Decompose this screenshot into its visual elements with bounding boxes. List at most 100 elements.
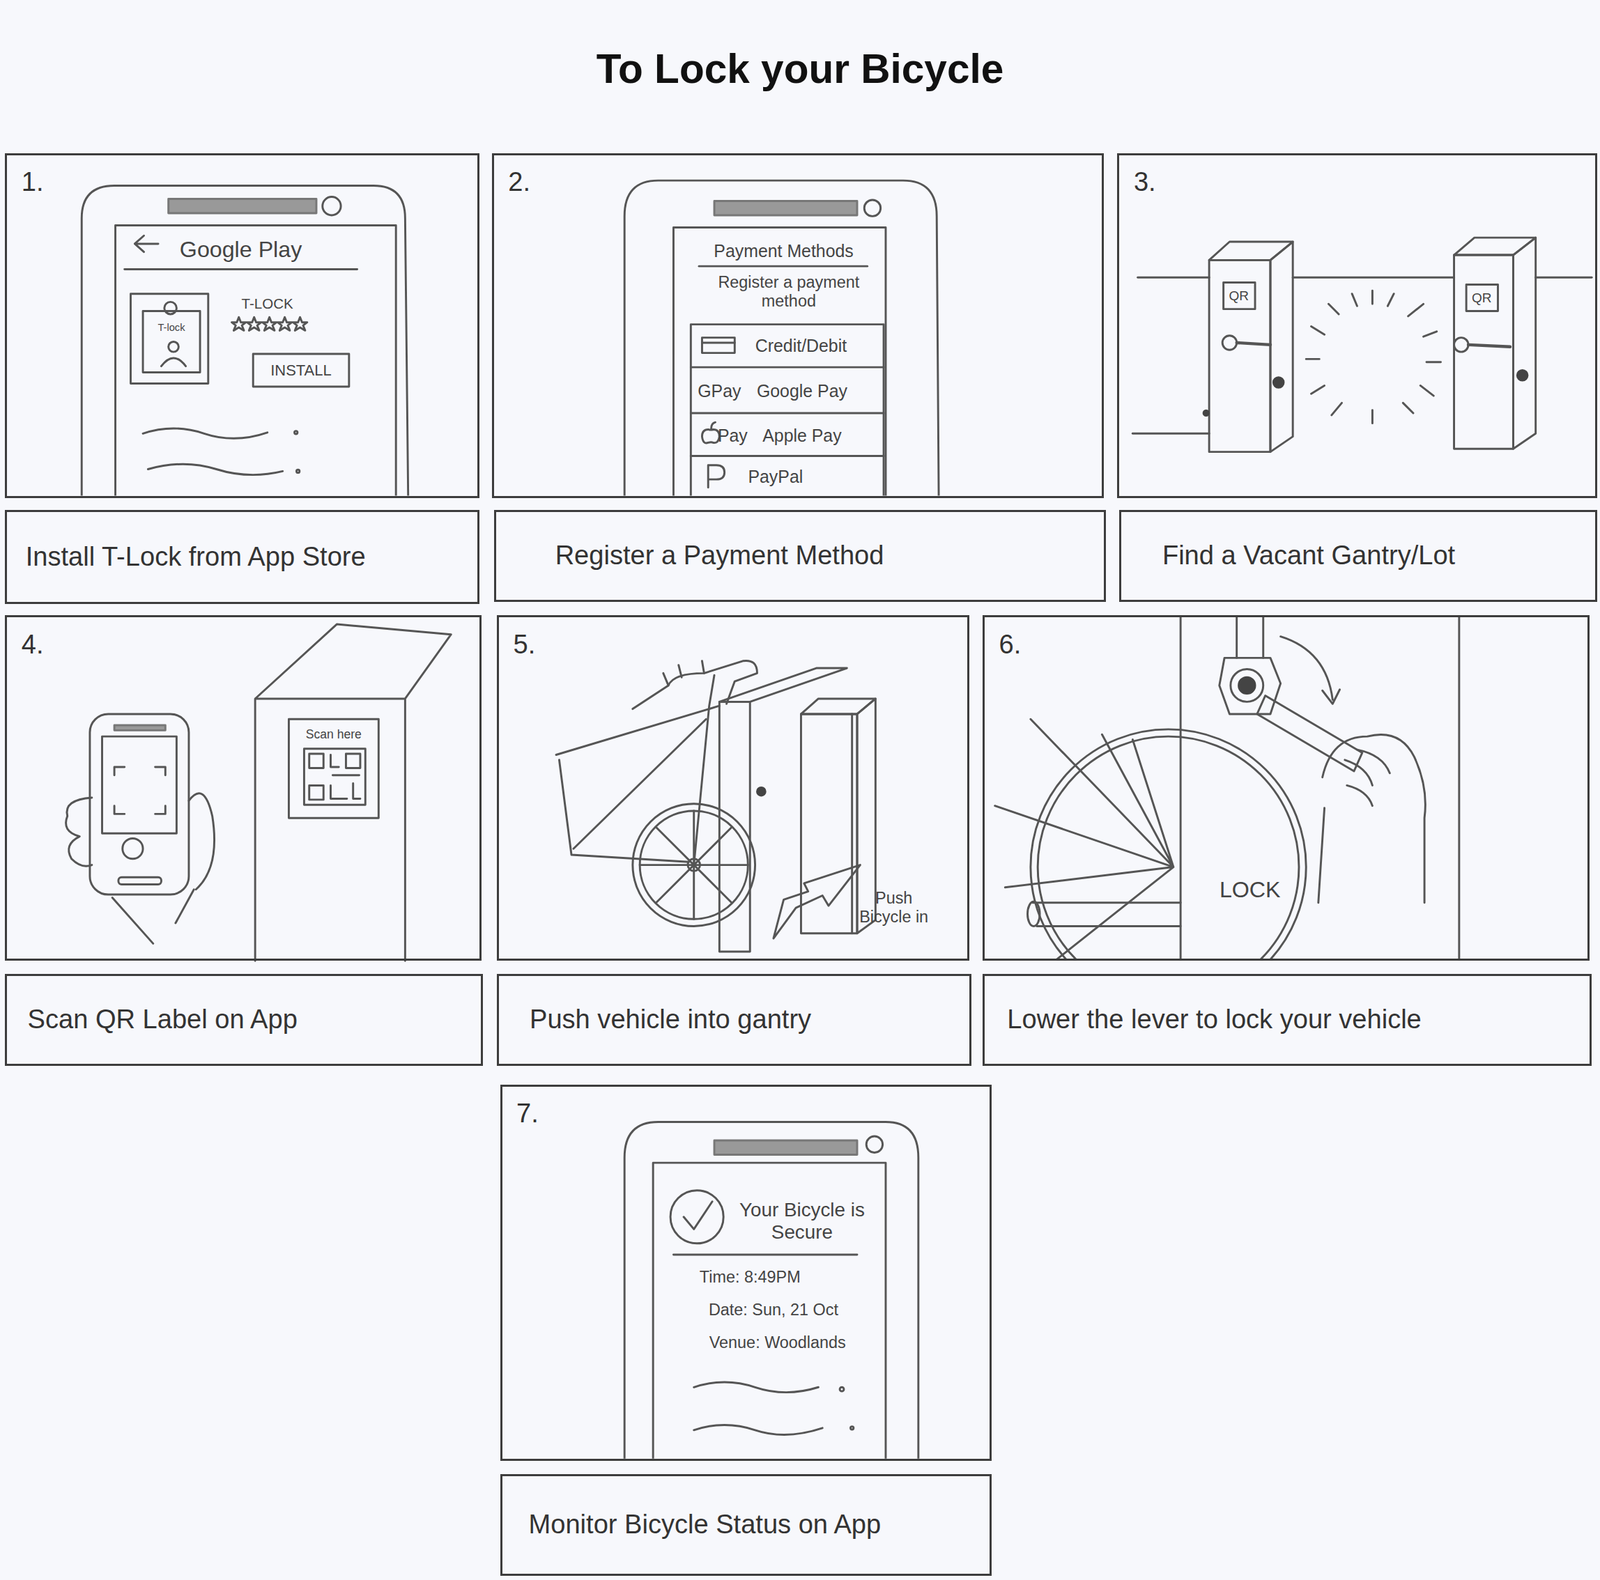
lock-lever-illustration — [995, 617, 1460, 959]
scan-qr-illustration-part — [309, 785, 324, 800]
phone-install-screen-part — [131, 294, 209, 384]
caption-text: Register a Payment Method — [555, 540, 885, 572]
push-bicycle-illustration-part — [757, 787, 766, 796]
illustration-label: Payment Methods — [713, 241, 853, 262]
phone-status-screen-part — [670, 1190, 724, 1244]
phone-status-screen-part — [714, 1140, 858, 1155]
caption-box: Register a Payment Method — [494, 510, 1107, 603]
illustration-label: T-LOCK — [241, 296, 294, 313]
scan-qr-illustration-part — [255, 624, 451, 961]
lock-lever-illustration-part — [1236, 617, 1264, 659]
vacant-gantry-part — [1132, 432, 1210, 435]
phone-status-screen-part — [850, 1427, 853, 1430]
push-bicycle-illustration-part — [694, 675, 715, 865]
lock-lever-illustration-part — [1030, 729, 1306, 959]
storyboard-panel: 3. — [1117, 153, 1597, 499]
step-number: 1. — [21, 167, 44, 198]
illustration-label: Your Bicycle is Secure — [733, 1199, 872, 1244]
caption-text: Lower the lever to lock your vehicle — [1006, 1004, 1422, 1036]
scan-qr-illustration-part — [102, 736, 178, 834]
caption-box: Push vehicle into gantry — [496, 974, 972, 1067]
lock-lever-illustration-part — [1457, 617, 1460, 959]
vacant-gantry-part — [1209, 259, 1271, 452]
phone-status-screen-part — [652, 1163, 886, 1460]
vacant-gantry-part — [1305, 290, 1441, 423]
caption-text: Scan QR Label on App — [27, 1004, 298, 1036]
illustration-label: Google Pay — [756, 381, 848, 402]
phone-install-screen-part — [277, 317, 292, 331]
phone-install-screen-part — [262, 317, 276, 331]
scan-qr-illustration-part — [89, 714, 189, 895]
phone-install-screen-part — [160, 358, 186, 367]
caption-text: Install T-Lock from App Store — [25, 542, 366, 573]
phone-payment-screen-part — [690, 412, 884, 415]
phone-install-screen — [81, 185, 409, 496]
phone-install-screen-part — [142, 311, 200, 373]
step-number: 7. — [516, 1098, 539, 1130]
illustration-label: Venue: Woodlands — [709, 1333, 846, 1353]
phone-install-screen-part — [168, 199, 317, 214]
illustration-label: QR — [1228, 288, 1249, 304]
lock-lever-illustration-part — [1027, 901, 1041, 927]
scan-qr-illustration-part — [309, 754, 324, 768]
step-number: 5. — [513, 629, 536, 661]
illustration-label: Push Bicycle in — [852, 889, 935, 927]
illustration-label: Time: 8:49PM — [699, 1268, 801, 1288]
illustration-label: GPay — [697, 381, 741, 402]
caption-box: Find a Vacant Gantry/Lot — [1119, 510, 1597, 603]
push-bicycle-illustration-part — [719, 668, 847, 702]
vacant-gantry-part — [1203, 410, 1209, 416]
caption-text: Monitor Bicycle Status on App — [528, 1510, 882, 1541]
caption-box: Monitor Bicycle Status on App — [500, 1474, 993, 1577]
vacant-gantry-part — [1292, 276, 1454, 279]
caption-box: Lower the lever to lock your vehicle — [982, 974, 1592, 1067]
vacant-gantry-part — [1223, 282, 1256, 310]
phone-payment-screen-part — [701, 422, 720, 444]
phone-payment-screen-part — [708, 465, 725, 488]
lock-lever-illustration-part — [1239, 677, 1256, 694]
phone-install-screen-part — [142, 428, 268, 439]
scan-qr-illustration-part — [114, 725, 166, 731]
step-number: 3. — [1133, 167, 1157, 198]
illustration-label: T-lock — [157, 321, 185, 334]
phone-payment-screen-part — [690, 324, 884, 497]
phone-install-screen-part — [292, 317, 307, 331]
scan-qr-illustration-part — [122, 839, 143, 860]
push-bicycle-illustration-part — [663, 661, 705, 686]
phone-install-screen-part — [231, 317, 246, 331]
phone-payment-screen-part — [624, 180, 939, 496]
illustration-label: Register a payment method — [699, 273, 879, 311]
phone-install-screen-part — [164, 301, 178, 315]
push-bicycle-illustration-part — [719, 701, 750, 952]
storyboard-panel: 6. — [982, 615, 1590, 961]
caption-box: Install T-Lock from App Store — [4, 510, 480, 605]
phone-install-screen-part — [322, 197, 341, 216]
scan-qr-illustration-part — [288, 719, 379, 819]
storyboard-title: To Lock your Bicycle — [0, 46, 1600, 92]
vacant-gantry-part — [1236, 342, 1271, 345]
push-bicycle-illustration-part — [773, 865, 860, 939]
step-number: 4. — [21, 629, 44, 661]
storyboard-panel: 7. — [500, 1085, 993, 1462]
phone-install-screen-part — [124, 268, 358, 271]
phone-status-screen-part — [839, 1387, 844, 1392]
phone-install-screen-part — [115, 225, 397, 497]
scan-qr-illustration-part — [66, 797, 92, 867]
vacant-gantry-part — [1466, 285, 1498, 312]
push-bicycle-illustration — [556, 660, 876, 952]
phone-install-screen-part — [252, 354, 350, 387]
phone-status-screen-part — [683, 1202, 713, 1230]
vacant-gantry-part — [1222, 335, 1237, 350]
storyboard-panel: 2. — [491, 153, 1105, 499]
phone-install-screen-part — [246, 317, 261, 331]
phone-payment-screen-part — [701, 341, 735, 344]
storyboard-panel: 5. — [496, 615, 970, 961]
vacant-gantry-part — [1512, 237, 1536, 449]
scan-qr-illustration-part — [112, 889, 194, 945]
storyboard-panel: 4. — [4, 615, 482, 961]
push-bicycle-illustration-part — [556, 705, 720, 863]
illustration-label: INSTALL — [270, 361, 332, 380]
phone-payment-screen-part — [864, 200, 881, 217]
phone-install-screen-part — [134, 235, 159, 252]
illustration-label: PayPal — [747, 466, 803, 488]
